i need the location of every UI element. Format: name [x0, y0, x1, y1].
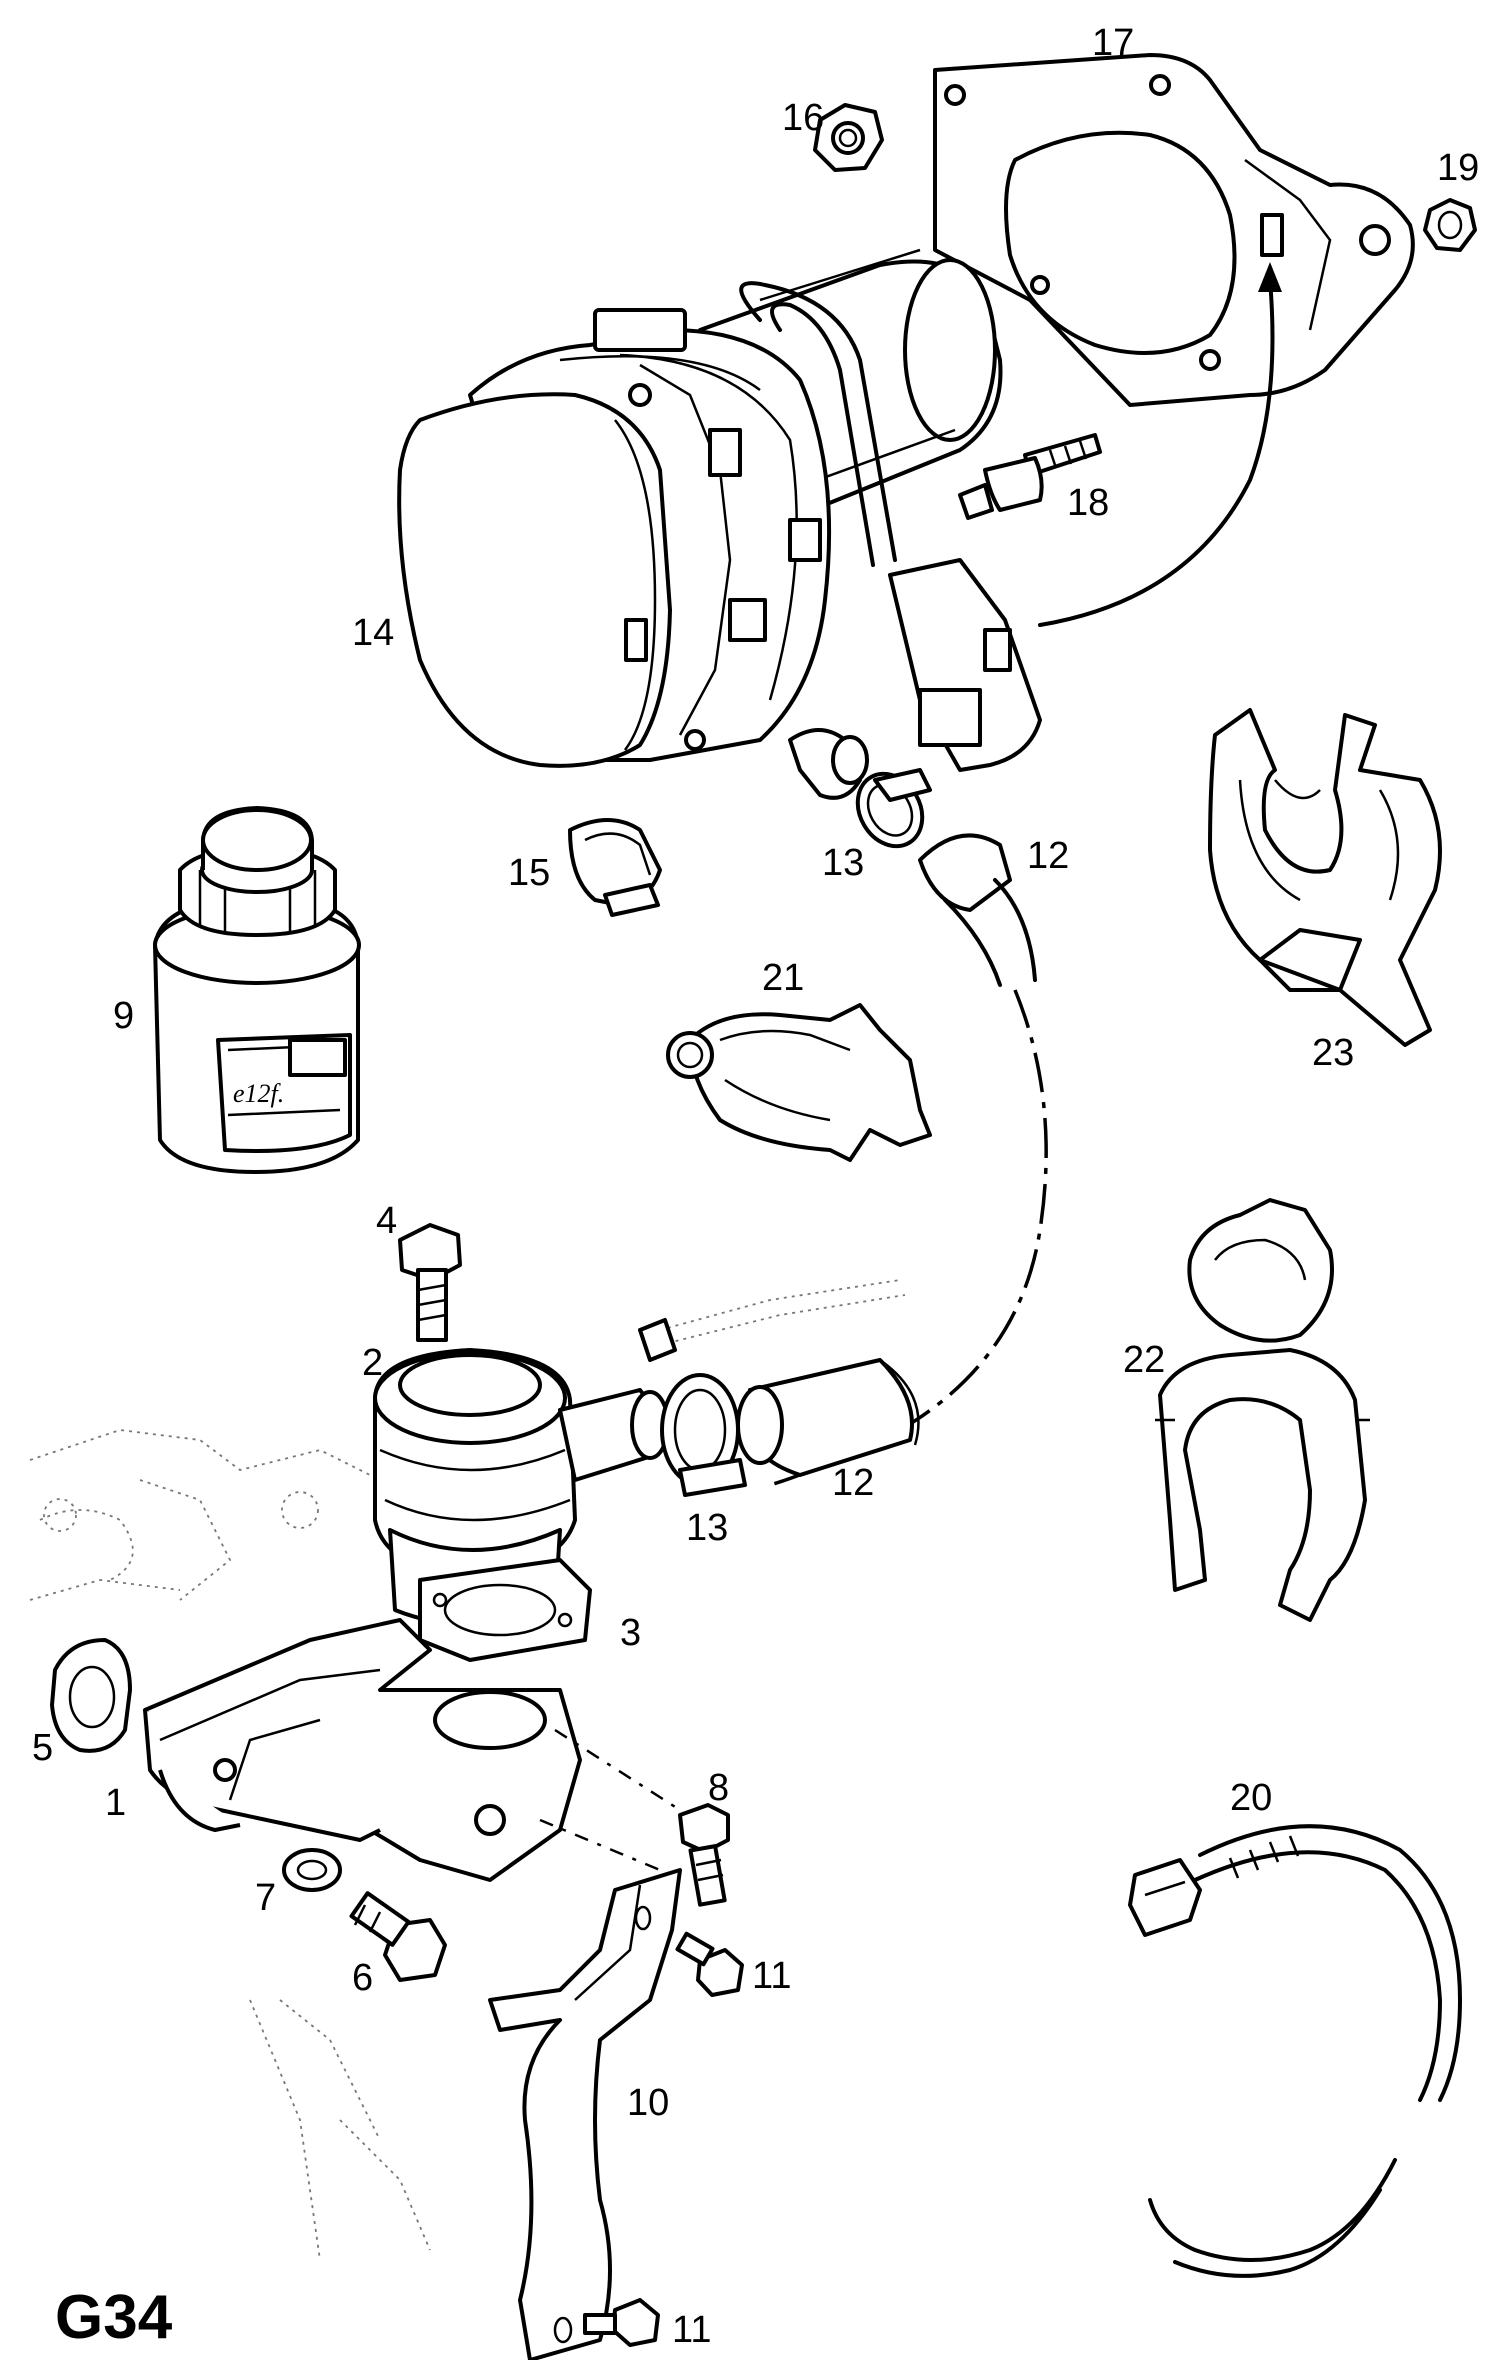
part-1-bracket	[143, 1618, 582, 1882]
reference-wire	[638, 1279, 906, 1362]
callout-11-lower: 11	[672, 2309, 711, 2351]
callout-9: 9	[113, 995, 134, 1037]
callout-8: 8	[708, 1767, 729, 1809]
jar-label-text: e12f.	[233, 1079, 284, 1108]
callout-7: 7	[255, 1877, 276, 1919]
callout-20: 20	[1230, 1777, 1272, 1819]
part-19-nut	[1423, 198, 1477, 252]
part-22-hose-clip	[1155, 1198, 1370, 1622]
part-23-bracket-clip	[1208, 708, 1442, 1047]
part-8-bolt	[678, 1803, 730, 1907]
callout-21: 21	[762, 957, 804, 999]
part-11-bolt-lower	[583, 2298, 660, 2347]
callout-5: 5	[32, 1727, 53, 1769]
part-16-nut	[813, 103, 884, 172]
callout-16: 16	[782, 97, 824, 139]
part-12-air-hose	[736, 833, 1048, 1487]
part-7-washer	[282, 1848, 342, 1892]
part-9-cleaning-agent-jar: e12f.	[153, 806, 361, 1174]
callout-12-lower: 12	[832, 1462, 874, 1504]
callout-4: 4	[376, 1200, 397, 1242]
part-11-bolt-upper	[675, 1931, 744, 1997]
part-14-secondary-air-pump	[397, 248, 1042, 800]
part-13-hose-clamp-lower	[660, 1373, 747, 1497]
figure-code: G34	[55, 2283, 173, 2352]
callout-3: 3	[620, 1612, 641, 1654]
part-21-hose-clip	[666, 1003, 932, 1162]
callout-11-upper: 11	[752, 1955, 791, 1997]
routing-arrow	[1038, 262, 1282, 627]
callout-13-upper: 13	[822, 842, 864, 884]
part-15-hose-clamp	[568, 818, 662, 917]
callout-15: 15	[508, 852, 550, 894]
callout-6: 6	[352, 1957, 373, 1999]
alignment-lines	[539, 1728, 681, 1872]
callout-17: 17	[1092, 22, 1134, 64]
callout-23: 23	[1312, 1032, 1354, 1074]
callout-14: 14	[352, 612, 394, 654]
part-10-support-bracket	[488, 1868, 682, 2360]
callout-labels: 17 16 19 18 14 15 13 12 21 9 23 4 2 22 1…	[32, 22, 1479, 2352]
part-17-mounting-plate	[933, 53, 1415, 407]
callout-18: 18	[1067, 482, 1109, 524]
part-20-band-clamp	[1128, 1824, 1462, 2278]
callout-1: 1	[105, 1782, 126, 1824]
callout-13-lower: 13	[686, 1507, 728, 1549]
part-18-stud-bolt	[958, 433, 1102, 520]
callout-10: 10	[627, 2082, 669, 2124]
callout-12-upper: 12	[1027, 835, 1069, 877]
part-13-hose-clamp-upper	[855, 768, 932, 849]
callout-19: 19	[1437, 147, 1479, 189]
part-3-gasket	[418, 1558, 592, 1662]
part-5-flange-gasket	[50, 1638, 132, 1753]
callout-22: 22	[1123, 1339, 1165, 1381]
reference-engine-outline	[29, 1429, 431, 2261]
callout-2: 2	[362, 1342, 383, 1384]
part-6-bolt	[349, 1891, 447, 1982]
part-4-bolt	[398, 1223, 462, 1342]
